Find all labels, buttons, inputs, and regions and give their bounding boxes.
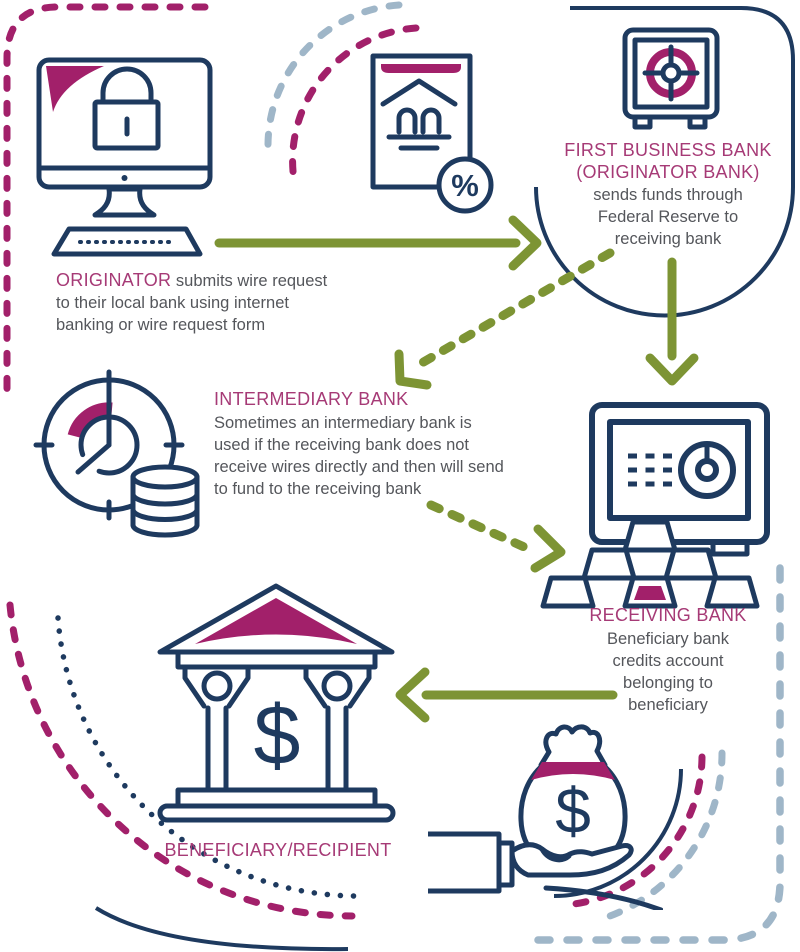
originator-bank-description: sends funds through Federal Reserve to r… bbox=[593, 186, 743, 248]
decor-dashed-arc-magenta-hand bbox=[562, 753, 706, 909]
originator-bank-bubble-outline bbox=[534, 6, 795, 318]
originator-description: submits wire request to their local bank… bbox=[56, 272, 328, 334]
receiving-bank-description: Beneficiary bank credits account belongi… bbox=[607, 630, 729, 714]
intermediary-clock-coins-icon bbox=[33, 369, 200, 538]
receiving-bank-monitor-icon bbox=[540, 402, 770, 609]
beneficiary-caption: BENEFICIARY/RECIPIENT bbox=[143, 839, 413, 862]
decor-dashed-arc-blue-top bbox=[264, 1, 403, 150]
arrow-bank-to-receiving bbox=[645, 257, 699, 386]
arrow-bank-to-intermediary-dashed bbox=[394, 248, 615, 390]
wire-request-document-icon: % bbox=[370, 53, 494, 214]
originator-bank-label-line2: (ORIGINATOR BANK) bbox=[576, 162, 760, 182]
decor-dashed-arc-magenta-bottom-left bbox=[6, 601, 356, 920]
beneficiary-bank-building-icon: $ bbox=[157, 583, 396, 823]
percent-icon: % bbox=[451, 168, 479, 203]
decor-dashed-line-right bbox=[532, 564, 784, 944]
decor-dashed-arc-magenta-top bbox=[289, 24, 420, 184]
arrow-originator-to-bank bbox=[214, 215, 542, 271]
arrow-intermediary-to-receiving-dashed bbox=[426, 500, 566, 573]
originator-computer-lock-icon bbox=[36, 57, 213, 257]
decor-dotted-arc-navy-bottom-left bbox=[55, 615, 360, 899]
bag-dollar-icon: $ bbox=[555, 775, 591, 847]
dollar-icon: $ bbox=[254, 688, 301, 782]
originator-bank-caption: FIRST BUSINESS BANK (ORIGINATOR BANK) se… bbox=[533, 139, 800, 250]
hand-money-bag-icon: $ bbox=[428, 724, 663, 910]
originator-label: ORIGINATOR bbox=[56, 270, 172, 290]
receiving-bank-label: RECEIVING BANK bbox=[589, 605, 747, 625]
arrow-receiving-to-beneficiary bbox=[395, 667, 618, 723]
decor-dashed-corner-top-left bbox=[3, 3, 209, 394]
intermediary-description: Sometimes an intermediary bank is used i… bbox=[214, 414, 504, 498]
originator-bank-label-line1: FIRST BUSINESS BANK bbox=[564, 140, 772, 160]
vault-icon bbox=[622, 27, 720, 130]
decor-curve-navy-bottom-left bbox=[94, 906, 349, 952]
intermediary-label: INTERMEDIARY BANK bbox=[214, 389, 409, 409]
originator-caption: ORIGINATOR submits wire request to their… bbox=[56, 269, 366, 336]
receiving-bank-caption: RECEIVING BANK Beneficiary bank credits … bbox=[568, 604, 768, 716]
beneficiary-label: BENEFICIARY/RECIPIENT bbox=[164, 840, 392, 860]
intermediary-caption: INTERMEDIARY BANK Sometimes an intermedi… bbox=[214, 388, 574, 500]
